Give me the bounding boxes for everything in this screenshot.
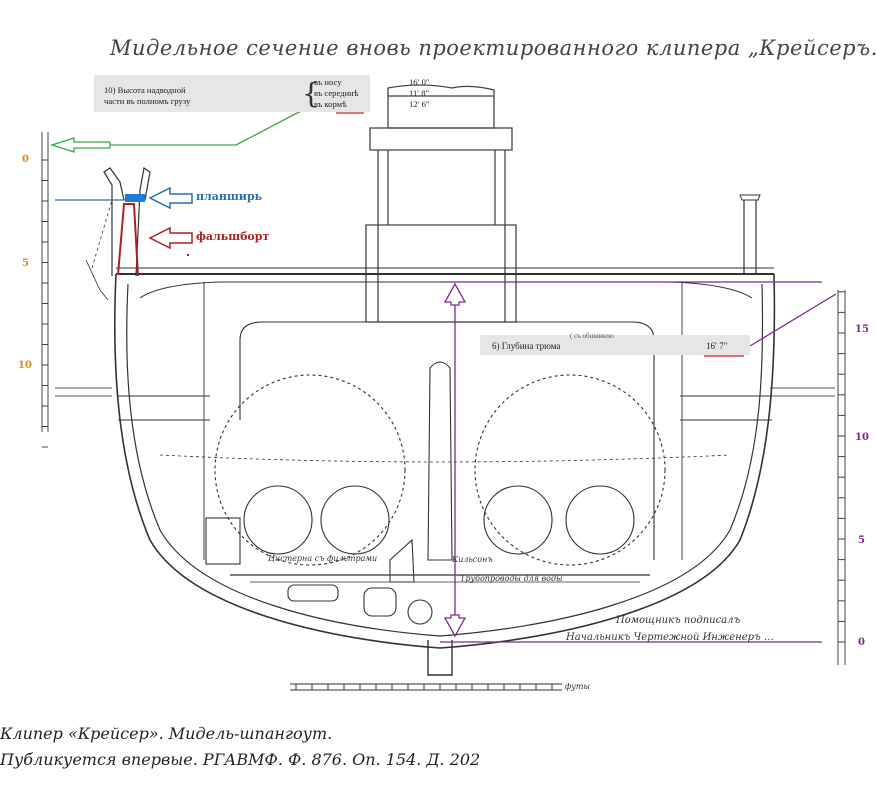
caption-line-2: Публикуется впервые. РГАВМФ. Ф. 876. Оп.… [0, 750, 481, 769]
planshir-marker [55, 186, 193, 210]
drawing-title: Мидельное сечение вновь проектированного… [110, 36, 876, 60]
freeboard-position: въ носу [314, 77, 342, 87]
bottom-scale-ruler [290, 683, 562, 691]
right-scale-label: 10 [855, 432, 869, 443]
handwritten-keelson: Кильсонъ [452, 555, 493, 564]
left-scale-label: 10 [18, 360, 32, 371]
planshir-label: планширь [196, 190, 263, 203]
right-scale-label: 5 [858, 535, 865, 546]
left-scale-label: 0 [22, 154, 29, 165]
right-scale-label: 0 [858, 637, 865, 648]
freeboard-position: въ кормѣ [314, 99, 347, 109]
freeboard-value: 16′ 0″ [409, 77, 430, 87]
hold-depth-table: ( съ обшивкою 6) Глубина трюма 16′ 7″ [480, 332, 750, 355]
freeboard-green-arrow [49, 99, 323, 153]
freeboard-position: въ серединѣ [314, 88, 359, 98]
caption-line-1: Клипер «Крейсер». Мидель-шпангоут. [0, 724, 333, 743]
falshbort-marker [117, 203, 193, 277]
freeboard-value: 12′ 6″ [409, 99, 430, 109]
hold-depth-marker [440, 281, 837, 643]
freeboard-table: 10) Высота надводной части въ полномъ гр… [94, 75, 430, 112]
freeboard-label-2: части въ полномъ грузу [104, 96, 191, 106]
left-scale-label: 5 [22, 258, 29, 269]
hold-depth-value: 16′ 7″ [706, 341, 728, 351]
handwritten-signed: Помощникъ подписалъ [616, 615, 741, 626]
handwritten-chief: Начальникъ Чертежной Инженеръ … [566, 632, 774, 643]
hold-cut-text: ( съ обшивкою [570, 332, 614, 340]
boilers [205, 321, 666, 625]
hull [85, 166, 776, 676]
falshbort-label: фальшборт [196, 230, 270, 243]
freeboard-label-1: 10) Высота надводной [104, 85, 186, 95]
funnel [365, 84, 517, 323]
handwritten-pipes: Трубопроводы для воды [460, 574, 563, 583]
hold-depth-label: 6) Глубина трюма [492, 341, 561, 351]
freeboard-value: 11′ 8″ [409, 88, 430, 98]
left-scale-ruler [41, 132, 49, 432]
handwritten-tank: Цистерна съ фильтрами [268, 554, 378, 563]
brace-glyph: { [302, 77, 320, 110]
handwritten-scale-word: футы [565, 682, 591, 691]
right-scale-label: 15 [855, 324, 869, 335]
